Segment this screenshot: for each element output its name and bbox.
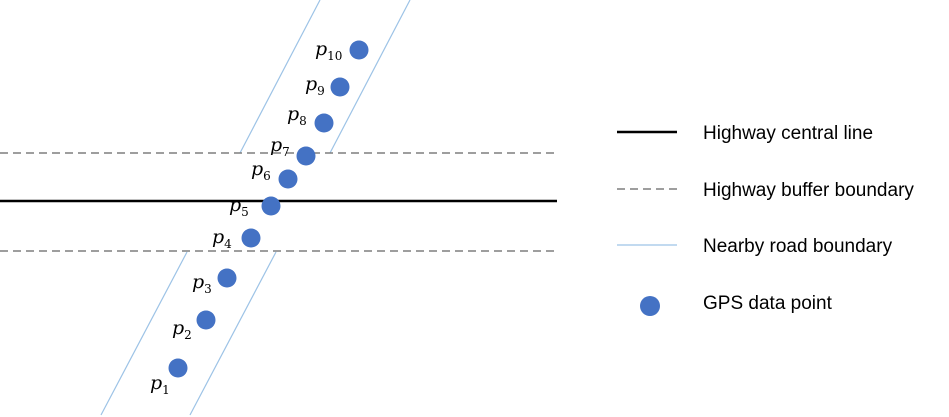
road-boundary-lower-left	[100, 251, 188, 416]
legend-gps-point-label: GPS data point	[703, 293, 833, 314]
gps-point-3	[217, 268, 237, 288]
gps-point-6	[278, 169, 298, 189]
gps-point-2	[196, 310, 216, 330]
legend-road-boundary-label: Nearby road boundary	[703, 236, 893, 257]
road-boundary-upper-right	[329, 0, 411, 154]
legend: Highway central line Highway buffer boun…	[617, 123, 914, 316]
gps-point-5	[261, 196, 281, 216]
gps-point-10	[349, 40, 369, 60]
point-label-8: p8	[287, 103, 307, 128]
point-label-10: p10	[315, 38, 342, 63]
gps-point-1	[168, 358, 188, 378]
point-label-1: p1	[150, 372, 170, 397]
gps-point-9	[330, 77, 350, 97]
point-label-9: p9	[305, 73, 325, 98]
legend-buffer-boundary-label: Highway buffer boundary	[703, 180, 914, 201]
point-label-5: p5	[229, 194, 249, 219]
road-boundary-upper-left	[239, 0, 321, 154]
gps-points	[168, 40, 369, 378]
legend-gps-point-swatch	[640, 296, 660, 316]
point-label-7: p7	[270, 134, 290, 159]
point-label-4: p4	[212, 226, 232, 251]
gps-point-4	[241, 228, 261, 248]
nearby-road	[100, 0, 411, 416]
gps-point-7	[296, 146, 316, 166]
legend-central-line-label: Highway central line	[703, 123, 873, 144]
point-label-6: p6	[251, 158, 271, 183]
gps-point-labels: p1 p2 p3 p4 p5 p6 p7 p8 p9 p10	[150, 38, 342, 397]
point-label-2: p2	[172, 317, 192, 342]
point-label-3: p3	[192, 271, 212, 296]
road-boundary-lower-right	[189, 251, 277, 416]
gps-point-8	[314, 113, 334, 133]
